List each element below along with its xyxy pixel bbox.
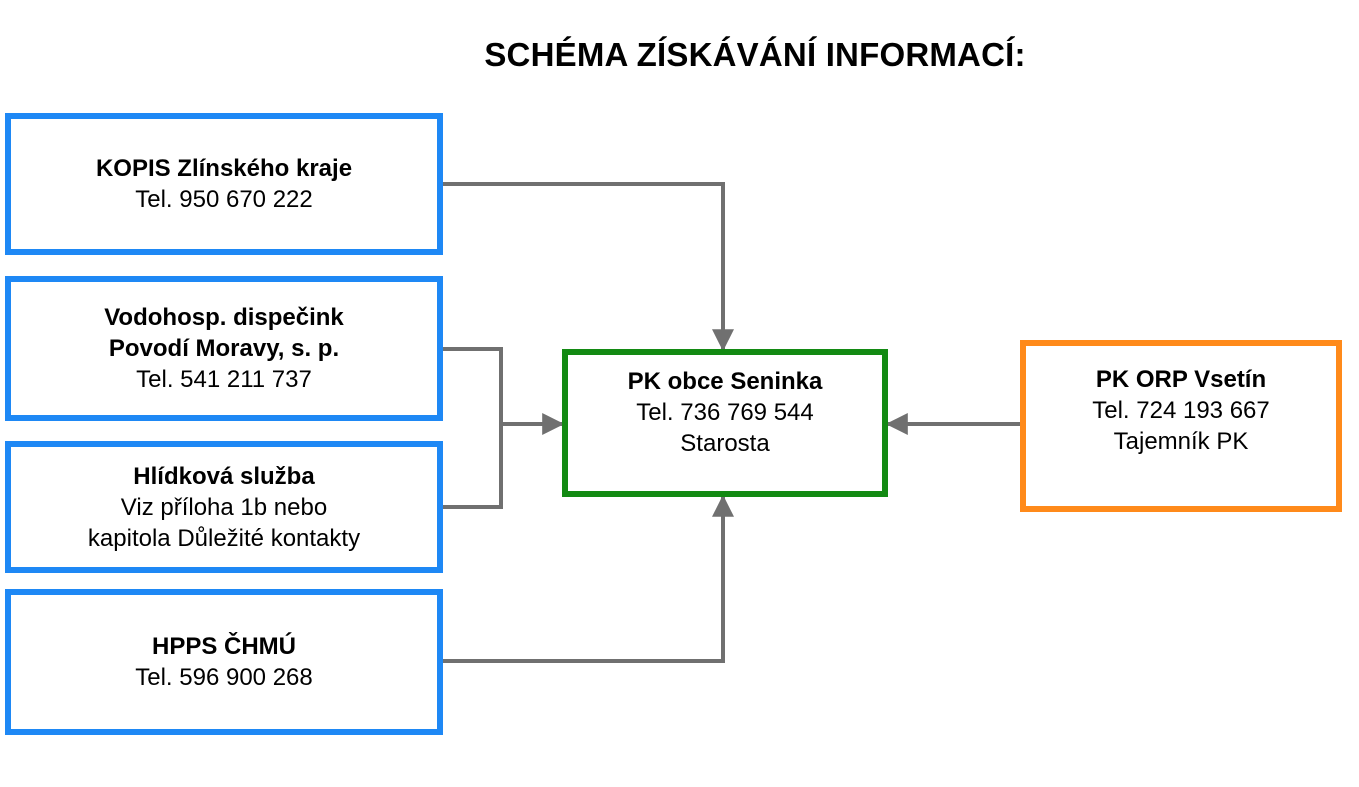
node-center-role: Starosta xyxy=(680,429,770,457)
node-hlidkova: Hlídková služba Viz příloha 1b nebo kapi… xyxy=(5,441,443,573)
node-kopis-phone: Tel. 950 670 222 xyxy=(135,186,313,213)
node-hpps-name: HPPS ČHMÚ xyxy=(151,633,296,660)
node-hpps-phone: Tel. 596 900 268 xyxy=(135,664,313,691)
node-center: PK obce Seninka Tel. 736 769 544 Starost… xyxy=(562,349,888,497)
node-hlidkova-line2: kapitola Důležité kontakty xyxy=(87,524,361,552)
node-vodohosp-name-line2: Povodí Moravy, s. p. xyxy=(108,335,340,362)
edge-kopis-to-center xyxy=(443,182,734,352)
edge-vodohosp-to-merge xyxy=(443,347,503,424)
node-orp-name: PK ORP Vsetín xyxy=(1095,365,1267,393)
node-orp-role: Tajemník PK xyxy=(1113,427,1249,455)
node-kopis-name: KOPIS Zlínského kraje xyxy=(95,155,353,182)
node-vodohosp-phone: Tel. 541 211 737 xyxy=(136,366,312,393)
diagram-title: SCHÉMA ZÍSKÁVÁNÍ INFORMACÍ: xyxy=(484,36,1026,73)
node-vodohosp: Vodohosp. dispečink Povodí Moravy, s. p.… xyxy=(5,276,443,421)
node-vodohosp-name-line1: Vodohosp. dispečink xyxy=(104,304,344,331)
node-center-name: PK obce Seninka xyxy=(627,367,823,395)
node-hlidkova-line1: Viz příloha 1b nebo xyxy=(120,493,328,521)
edge-hpps-to-center xyxy=(443,494,734,663)
node-center-phone: Tel. 736 769 544 xyxy=(636,398,814,426)
edge-hlidkova-to-merge xyxy=(443,424,503,509)
node-kopis: KOPIS Zlínského kraje Tel. 950 670 222 xyxy=(5,113,443,255)
node-orp-phone: Tel. 724 193 667 xyxy=(1092,396,1270,424)
node-hlidkova-name: Hlídková služba xyxy=(133,462,315,490)
node-hpps: HPPS ČHMÚ Tel. 596 900 268 xyxy=(5,589,443,735)
node-orp: PK ORP Vsetín Tel. 724 193 667 Tajemník … xyxy=(1020,340,1342,512)
